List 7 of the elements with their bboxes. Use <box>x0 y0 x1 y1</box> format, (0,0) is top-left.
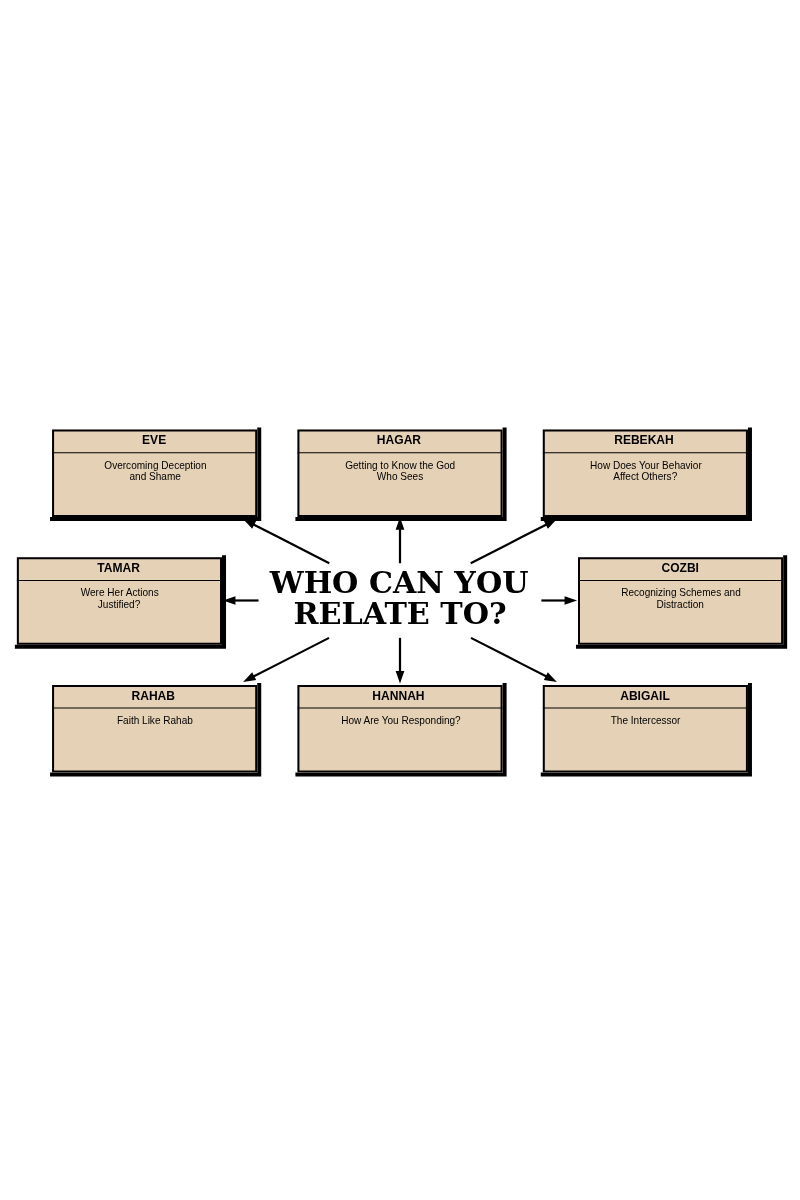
arrow <box>243 518 330 564</box>
arrow <box>395 637 405 683</box>
arrow <box>541 595 578 605</box>
node-text: WHO CAN YOU RELATE TO? <box>269 564 529 631</box>
arrow <box>243 636 330 682</box>
arrow <box>470 636 557 682</box>
arrow <box>470 518 557 564</box>
